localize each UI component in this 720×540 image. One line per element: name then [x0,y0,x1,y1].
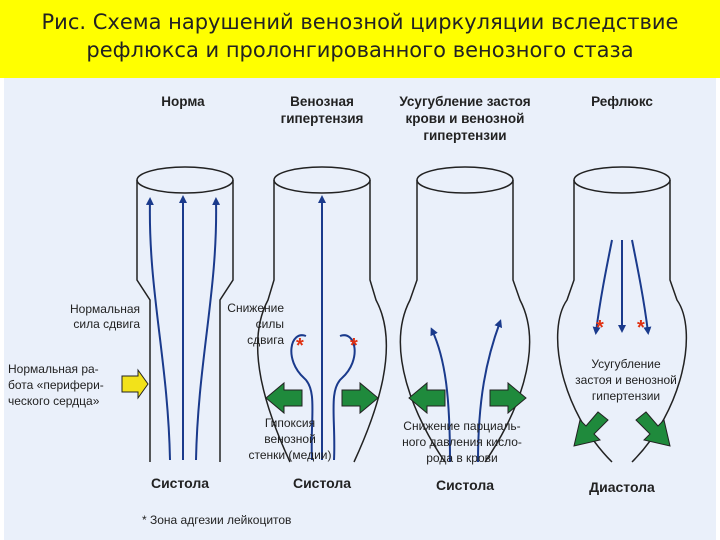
label-normal-shear: Нормальная сила сдвига [70,302,140,331]
pump-arrow [121,368,149,400]
svg-text:силы: силы [256,317,284,331]
svg-text:Гипоксия: Гипоксия [265,416,315,430]
column-header-1: Норма [161,94,205,109]
svg-text:Усугубление: Усугубление [591,357,661,371]
pressure-arrow-left [408,381,446,415]
label-worsening: Усугубление застоя и венозной гипертензи… [575,357,677,403]
svg-text:Норма: Норма [161,94,205,109]
label-normal-pump: Нормальная ра- бота «перифери- ческого с… [8,362,104,408]
svg-text:стенки (медии): стенки (медии) [248,448,331,462]
leukocyte-asterisk: * [296,335,304,357]
svg-text:Снижение: Снижение [227,301,284,315]
vein-normal [136,166,234,462]
label-hypoxia: Гипоксия венозной стенки (медии) [248,416,331,462]
phase-label: Систола [151,475,209,491]
footnote: * Зона адгезии лейкоцитов [142,513,291,527]
label-reduced-shear: Снижение силы сдвига [227,301,284,347]
title-line-1: Рис. Схема нарушений венозной циркуляции… [41,10,679,34]
svg-text:сила сдвига: сила сдвига [73,317,140,331]
svg-text:гипертензия: гипертензия [281,111,364,126]
svg-text:Нормальная ра-: Нормальная ра- [8,362,99,376]
column-header-2: Венозная гипертензия [281,94,364,126]
phase-label: Систола [436,477,494,493]
vein-stasis [399,166,531,463]
vein-reflux: * * [556,166,688,463]
svg-text:Нормальная: Нормальная [70,302,140,316]
svg-text:Венозная: Венозная [290,94,354,109]
pressure-arrow-left [265,381,303,415]
svg-text:бота «перифери-: бота «перифери- [8,378,104,392]
pressure-arrow-right [489,381,527,415]
vein-hypertension: * * [256,166,388,463]
svg-text:Рефлюкс: Рефлюкс [591,94,653,109]
pressure-arrow-right [341,381,379,415]
svg-text:Усугубление застоя: Усугубление застоя [399,94,530,109]
title-line-2: рефлюкса и пролонгированного венозного с… [86,38,634,62]
figure-title: Рис. Схема нарушений венозной циркуляции… [10,8,710,64]
title-banner: Рис. Схема нарушений венозной циркуляции… [0,0,720,78]
phase-label: Систола [293,475,351,491]
leukocyte-asterisk: * [596,317,604,339]
column-header-3: Усугубление застоя крови и венозной гипе… [399,94,530,143]
svg-text:венозной: венозной [264,432,316,446]
svg-text:застоя и венозной: застоя и венозной [575,373,677,387]
svg-text:ного давления кисло-: ного давления кисло- [402,435,522,449]
pressure-arrow-left [573,411,609,447]
leukocyte-asterisk: * [637,317,645,339]
svg-text:крови и венозной: крови и венозной [406,111,525,126]
svg-text:гипертензии: гипертензии [592,389,660,403]
svg-text:рода в крови: рода в крови [426,451,497,465]
svg-text:Снижение парциаль-: Снижение парциаль- [403,419,520,433]
leukocyte-asterisk: * [350,335,358,357]
phase-label: Диастола [589,479,655,495]
column-header-4: Рефлюкс [591,94,653,109]
svg-text:гипертензии: гипертензии [423,128,506,143]
label-oxygen-drop: Снижение парциаль- ного давления кисло- … [402,419,522,465]
svg-text:ческого сердца»: ческого сердца» [8,394,100,408]
svg-text:сдвига: сдвига [247,333,284,347]
pressure-arrow-right [635,411,671,447]
diagram-panel [4,78,716,540]
